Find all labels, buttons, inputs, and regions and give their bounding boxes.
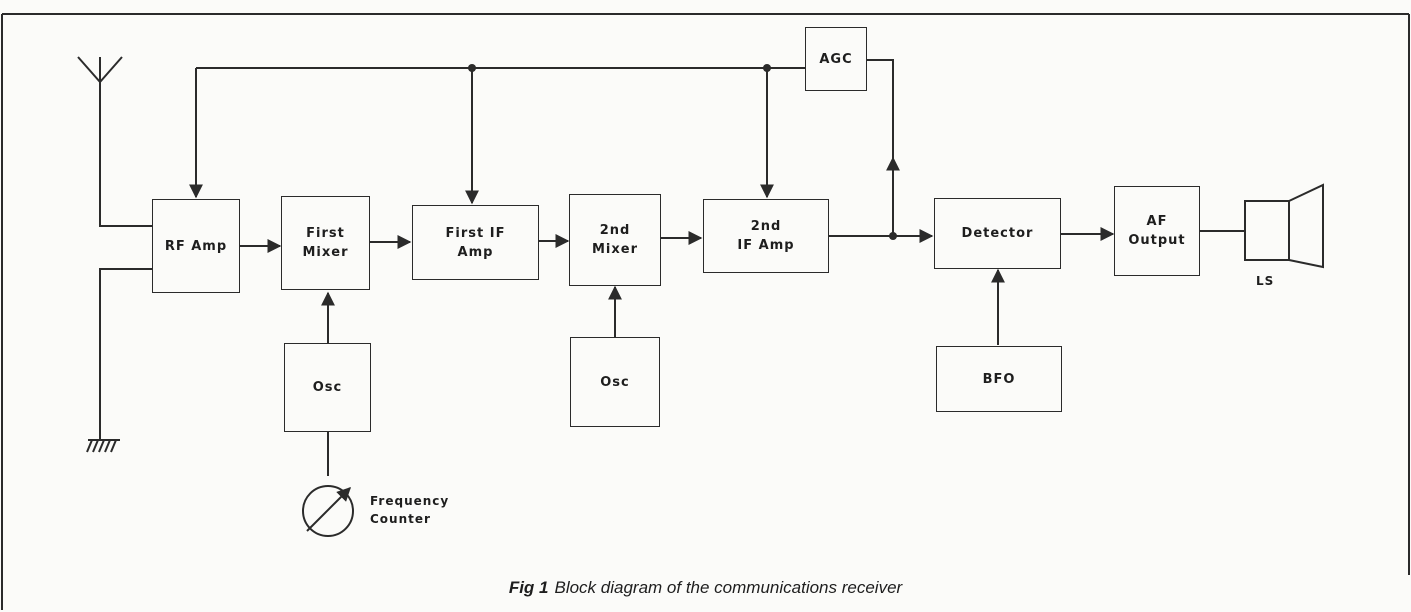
second-mixer-block: 2nd Mixer bbox=[569, 194, 661, 286]
osc-block-2: Osc bbox=[570, 337, 660, 427]
af-output-block: AF Output bbox=[1114, 186, 1200, 276]
junction-dot bbox=[468, 64, 476, 72]
frequency-counter-icon bbox=[302, 485, 354, 537]
osc-block-1: Osc bbox=[284, 343, 371, 432]
loudspeaker-label: LS bbox=[1256, 274, 1275, 288]
figure-caption: Fig 1 Block diagram of the communications… bbox=[0, 578, 1411, 598]
antenna-feed-line bbox=[99, 57, 152, 227]
second-if-amp-block: 2nd IF Amp bbox=[703, 199, 829, 273]
ground-icon bbox=[86, 439, 120, 453]
frequency-counter-needle bbox=[306, 487, 351, 532]
loudspeaker-cone bbox=[1288, 183, 1324, 269]
ground-line bbox=[99, 268, 152, 440]
loudspeaker-icon bbox=[1244, 200, 1290, 261]
agc-block: AGC bbox=[805, 27, 867, 91]
rf-amp-block: RF Amp bbox=[152, 199, 240, 293]
detector-block: Detector bbox=[934, 198, 1061, 269]
first-mixer-block: First Mixer bbox=[281, 196, 370, 290]
detector-to-agc-line bbox=[867, 59, 894, 236]
first-if-amp-block: First IF Amp bbox=[412, 205, 539, 280]
bfo-block: BFO bbox=[936, 346, 1062, 412]
junction-dot bbox=[763, 64, 771, 72]
figure-number: Fig 1 bbox=[508, 578, 549, 597]
frequency-counter-label: Frequency Counter bbox=[370, 494, 450, 526]
junction-dot bbox=[889, 232, 897, 240]
antenna-icon bbox=[77, 56, 123, 84]
caption-text: Block diagram of the communications rece… bbox=[554, 578, 903, 597]
